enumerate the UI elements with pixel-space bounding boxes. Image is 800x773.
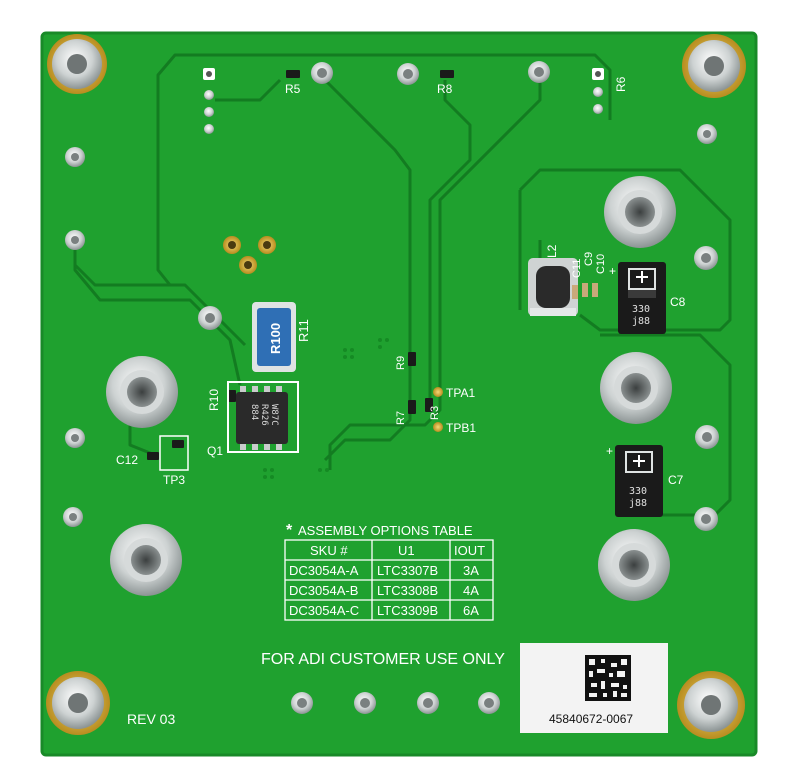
c8-value: 330 xyxy=(632,304,650,315)
assembly-table-text: * ASSEMBLY OPTIONS TABLE SKU # U1 IOUT D… xyxy=(286,522,485,618)
revision-label: REV 03 xyxy=(127,711,175,727)
table-cell: 6A xyxy=(463,603,479,618)
tantalum-cap-c7 xyxy=(615,445,663,517)
terminal-lug-right-bottom xyxy=(598,529,670,601)
table-cell: LTC3309B xyxy=(377,603,438,618)
ic-marking-line3: W87C xyxy=(269,404,279,426)
label-c11: C11 xyxy=(571,259,583,278)
label-r11: R11 xyxy=(296,319,311,342)
table-cell: DC3054A-A xyxy=(289,563,359,578)
silkscreen-labels: R5 R8 R6 R11 R100 R10 Q1 R9 R7 R3 TPA1 T… xyxy=(116,76,686,487)
tantalum-cap-c8 xyxy=(618,262,666,334)
table-cell: DC3054A-C xyxy=(289,603,359,618)
table-cell: DC3054A-B xyxy=(289,583,358,598)
mounting-standoff-top-right xyxy=(682,34,746,98)
assembly-table xyxy=(284,539,494,621)
table-cell: 4A xyxy=(463,583,479,598)
terminal-lug-left-top xyxy=(106,356,178,428)
inductor-l2 xyxy=(528,258,578,316)
terminal-lug-left-bottom xyxy=(110,524,182,596)
smd-resistors xyxy=(147,70,454,460)
c8-code: j88 xyxy=(632,316,650,327)
c7-code: j88 xyxy=(629,498,647,509)
mosfet-q1 xyxy=(227,381,299,453)
label-c10: C10 xyxy=(595,254,607,274)
mounting-standoff-bottom-right xyxy=(677,671,745,739)
table-header-iout: IOUT xyxy=(454,543,485,558)
table-cell: LTC3308B xyxy=(377,583,438,598)
label-r8: R8 xyxy=(437,82,453,96)
c7-polarity-mark: + xyxy=(606,444,613,458)
table-title: ASSEMBLY OPTIONS TABLE xyxy=(298,523,473,538)
ic-marking-line2: 884 xyxy=(249,404,259,420)
terminal-lug-right-middle xyxy=(600,352,672,424)
label-l2: L2 xyxy=(545,244,559,258)
mounting-standoff-bottom-left xyxy=(46,671,110,735)
header-pins-left xyxy=(203,68,215,134)
header-pins-right xyxy=(592,68,604,114)
table-cell: 3A xyxy=(463,563,479,578)
label-c8: C8 xyxy=(670,295,686,309)
label-r3: R3 xyxy=(429,406,441,420)
pcb-substrate xyxy=(42,33,756,755)
table-asterisk: * xyxy=(286,522,293,539)
customer-notice: FOR ADI CUSTOMER USE ONLY xyxy=(261,651,505,668)
barcode-label xyxy=(520,643,668,733)
ceramic-caps xyxy=(572,283,598,299)
label-r10: R10 xyxy=(207,389,221,411)
label-r5: R5 xyxy=(285,82,301,96)
ic-marking-line1: R426 xyxy=(259,404,269,426)
tp3-outline xyxy=(159,435,189,471)
mounting-standoff-top-left xyxy=(47,34,107,94)
table-header-u1: U1 xyxy=(398,543,415,558)
label-tp3: TP3 xyxy=(163,473,185,487)
barcode-number: 45840672-0067 xyxy=(549,712,633,726)
gold-test-points xyxy=(223,236,443,432)
label-c12: C12 xyxy=(116,453,138,467)
component-markings: R426 884 W87C 330 j88 330 j88 xyxy=(249,304,650,509)
label-q1: Q1 xyxy=(207,444,223,458)
terminal-lug-right-top xyxy=(604,176,676,248)
vias xyxy=(263,338,389,479)
c8-polarity-mark: + xyxy=(609,264,616,278)
test-point-pads xyxy=(63,61,719,714)
label-r100: R100 xyxy=(268,323,283,354)
sense-resistor-r11 xyxy=(252,302,296,372)
table-cell: LTC3307B xyxy=(377,563,438,578)
label-c7: C7 xyxy=(668,473,684,487)
table-header-sku: SKU # xyxy=(310,543,348,558)
label-r6: R6 xyxy=(614,76,628,92)
label-r7: R7 xyxy=(395,411,407,425)
label-tpa1: TPA1 xyxy=(446,386,475,400)
label-c9: C9 xyxy=(583,252,595,266)
label-tpb1: TPB1 xyxy=(446,421,476,435)
c7-value: 330 xyxy=(629,486,647,497)
label-r9: R9 xyxy=(395,356,407,370)
